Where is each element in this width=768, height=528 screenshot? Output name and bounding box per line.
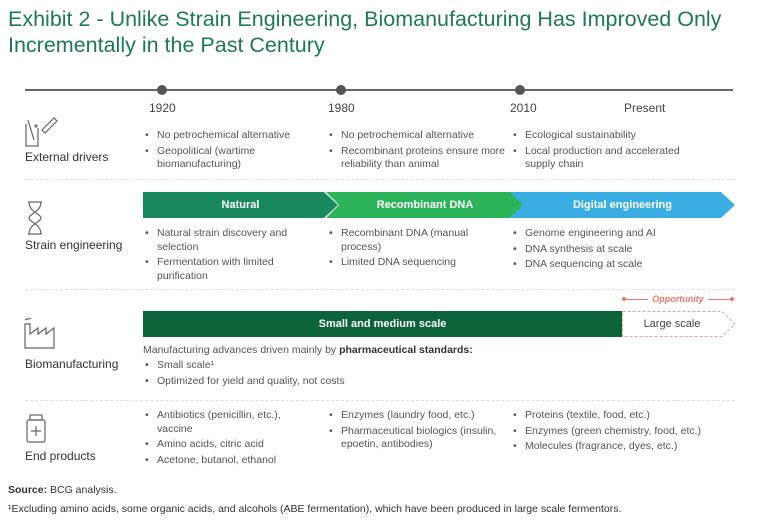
bullet-item: Optimized for yield and quality, not cos…: [143, 375, 443, 389]
strain-col-2: Recombinant DNA (manual process) Limited …: [327, 227, 497, 272]
bullet-item: Natural strain discovery and selection: [143, 227, 313, 254]
bullet-item: Pharmaceutical biologics (insulin, epoet…: [327, 425, 507, 452]
row-label-strain-engineering: Strain engineering: [25, 238, 123, 252]
timeline-dot: [157, 85, 167, 95]
divider: [25, 179, 735, 180]
bullet-item: Fermentation with limited purification: [143, 256, 313, 283]
bullet-item: No petrochemical alternative: [327, 129, 507, 143]
bio-intro: Manufacturing advances driven mainly by …: [143, 344, 473, 356]
small-medium-scale-bar: Small and medium scale: [143, 311, 622, 337]
year-label: 1920: [149, 101, 176, 115]
bullet-item: Local production and accelerated supply …: [511, 145, 691, 172]
row-label-biomanufacturing: Biomanufacturing: [25, 357, 119, 371]
opportunity-label: Opportunity: [652, 294, 704, 304]
strain-col-1: Natural strain discovery and selectionFe…: [143, 227, 313, 285]
phase-natural: Natural: [143, 192, 338, 218]
source-note: Source: BCG analysis.: [8, 484, 117, 496]
end-col-2: Enzymes (laundry food, etc.) Pharmaceutic…: [327, 409, 507, 454]
page-title: Exhibit 2 - Unlike Strain Engineering, B…: [8, 7, 722, 57]
external-col-3: Ecological sustainabilityLocal productio…: [511, 129, 691, 174]
bullet-item: Proteins (textile, food, etc.): [511, 409, 731, 423]
bullet-item: Ecological sustainability: [511, 129, 691, 143]
bullet-item: Limited DNA sequencing: [327, 256, 497, 270]
bullet-item: Enzymes (green chemistry, food, etc.): [511, 425, 731, 439]
bullet-item: Molecules (fragrance, dyes, etc.): [511, 440, 731, 454]
divider: [25, 289, 735, 290]
row-label-end-products: End products: [25, 449, 96, 463]
bullet-item: Amino acids, citric acid: [143, 438, 318, 452]
timeline-dot: [336, 85, 346, 95]
bullet-item: Recombinant DNA (manual process): [327, 227, 497, 254]
timeline-dot: [515, 85, 525, 95]
bullet-item: No petrochemical alternative: [143, 129, 323, 143]
bullet-item: Genome engineering and AI: [511, 227, 701, 241]
opportunity-arrow: Opportunity: [622, 293, 734, 305]
bullet-item: Recombinant proteins ensure more reliabi…: [327, 145, 507, 172]
year-label: 1980: [328, 101, 355, 115]
bullet-item: Enzymes (laundry food, etc.): [327, 409, 507, 423]
beaker-test-tube-icon: [25, 117, 58, 147]
footnote: ¹Excluding amino acids, some organic aci…: [8, 503, 622, 515]
bullet-item: Small scale¹: [143, 359, 443, 373]
external-col-1: No petrochemical alternativeGeopolitical…: [143, 129, 323, 174]
end-col-1: Antibiotics (penicillin, etc.), vaccineA…: [143, 409, 318, 469]
bullet-item: DNA sequencing at scale: [511, 258, 701, 272]
medicine-bottle-icon: [26, 414, 46, 443]
large-scale-label: Large scale: [643, 318, 701, 330]
large-scale-outline: [622, 311, 736, 337]
row-label-external-drivers: External drivers: [25, 150, 109, 164]
factory-icon: [24, 317, 55, 349]
timeline-line: [25, 89, 733, 91]
bullet-item: Antibiotics (penicillin, etc.), vaccine: [143, 409, 318, 436]
divider: [25, 400, 735, 401]
year-label: 2010: [510, 101, 537, 115]
strain-col-3: Genome engineering and AI DNA synthesis a…: [511, 227, 701, 274]
bullet-item: Acetone, butanol, ethanol: [143, 454, 318, 468]
phase-digital-engineering: Digital engineering: [510, 192, 735, 218]
bullet-item: Geopolitical (wartime biomanufacturing): [143, 145, 323, 172]
bullet-item: DNA synthesis at scale: [511, 243, 701, 257]
bio-bullets: Small scale¹ Optimized for yield and qual…: [143, 359, 443, 390]
year-label: Present: [624, 101, 666, 115]
dna-icon: [28, 201, 42, 235]
end-col-3: Proteins (textile, food, etc.) Enzymes (g…: [511, 409, 731, 456]
phase-recombinant-dna: Recombinant DNA: [326, 192, 524, 218]
external-col-2: No petrochemical alternativeRecombinant …: [327, 129, 507, 174]
